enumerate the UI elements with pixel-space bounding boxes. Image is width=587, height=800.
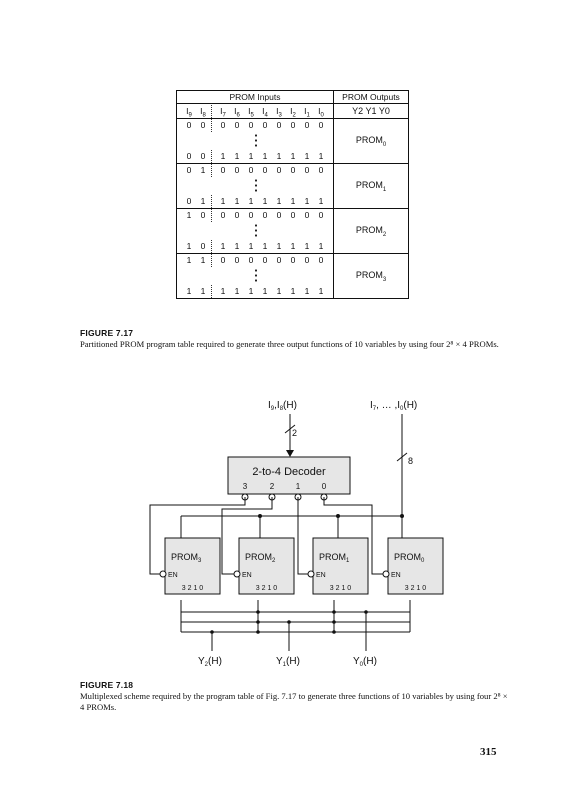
output-label-y0: Y0(H) [353, 656, 377, 668]
input-bit-header: I9 [186, 105, 192, 119]
figure-7-18-caption: FIGURE 7.18 Multiplexed scheme required … [80, 680, 510, 713]
active-low-bubble [233, 570, 241, 578]
enable-pin-label: EN [168, 572, 178, 579]
output-label-y2: Y2(H) [198, 656, 222, 668]
decoder-label: 2-to-4 Decoder [252, 466, 326, 478]
decoder-input-arrow [286, 450, 294, 457]
page-number: 315 [480, 746, 497, 758]
prom-inputs-header: PROM Inputs [176, 90, 334, 104]
decoder-box [227, 456, 351, 495]
output-wiring [180, 600, 411, 651]
prom-outputs-header: PROM Outputs [333, 90, 409, 104]
active-low-bubble [159, 570, 167, 578]
prom-assignment: PROM0 [333, 118, 409, 164]
enable-line-prom2 [221, 497, 273, 575]
figure-7-17-caption: FIGURE 7.17 Partitioned PROM program tab… [80, 328, 510, 350]
ellipsis-dots [177, 132, 333, 150]
ellipsis-dots [177, 267, 333, 285]
input-bit-header: I7 [220, 105, 226, 119]
figure-7-17-text: Partitioned PROM program table required … [80, 339, 499, 349]
prom-output-bits: 3 2 1 0 [405, 585, 427, 592]
bus-width-right: 8 [408, 456, 413, 466]
input-bit-header: I1 [304, 105, 310, 119]
input-bit-header: I6 [234, 105, 240, 119]
bus-slash-left [284, 424, 296, 434]
ellipsis-dots [177, 222, 333, 240]
prom-output-bits: 3 2 1 0 [256, 585, 278, 592]
output-label-y1: Y1(H) [276, 656, 300, 668]
decoder-output-label: 1 [296, 482, 301, 491]
input-label-i9-i8: I9,I8(H) [268, 400, 297, 412]
input-bit-header: I8 [200, 105, 206, 119]
prom-output-bits: 3 2 1 0 [182, 585, 204, 592]
prom-name: PROM3 [171, 552, 202, 564]
bus-slash-right [396, 452, 408, 462]
active-low-bubble [307, 570, 315, 578]
figure-7-17-label: FIGURE 7.17 [80, 328, 134, 338]
enable-line-prom3 [149, 497, 246, 575]
input-bit-header: I5 [248, 105, 254, 119]
input-label-i7-i0: I7, … ,I0(H) [370, 400, 417, 412]
enable-pin-label: EN [316, 572, 326, 579]
output-bit-headers: Y2 Y1 Y0 [333, 103, 409, 119]
bus-width-left: 2 [292, 428, 297, 438]
figure-7-18-label: FIGURE 7.18 [80, 680, 134, 690]
input-bit-header: I0 [318, 105, 324, 119]
prom-assignment: PROM3 [333, 253, 409, 299]
ellipsis-dots [177, 177, 333, 195]
output-junctions [210, 610, 368, 634]
prom-assignment: PROM1 [333, 163, 409, 209]
figure-7-18-text: Multiplexed scheme required by the progr… [80, 691, 508, 712]
prom-name: PROM1 [319, 552, 350, 564]
decoder-output-label: 2 [270, 482, 275, 491]
input-bit-headers: I9 I8 I7 I6 I5 I4 I3 I2 I1 I0 [176, 103, 334, 119]
decoder-output-label: 3 [243, 482, 248, 491]
prom-assignment: PROM2 [333, 208, 409, 254]
decoder-output-label: 0 [322, 482, 327, 491]
input-bit-header: I2 [290, 105, 296, 119]
prom-name: PROM0 [394, 552, 425, 564]
prom-output-bits: 3 2 1 0 [330, 585, 352, 592]
enable-pin-label: EN [391, 572, 401, 579]
input-bit-header: I3 [276, 105, 282, 119]
enable-pin-label: EN [242, 572, 252, 579]
enable-line-prom1 [297, 497, 310, 575]
enable-line-prom0 [323, 497, 385, 575]
input-bit-header: I4 [262, 105, 268, 119]
prom-name: PROM2 [245, 552, 276, 564]
active-low-bubble [382, 570, 390, 578]
